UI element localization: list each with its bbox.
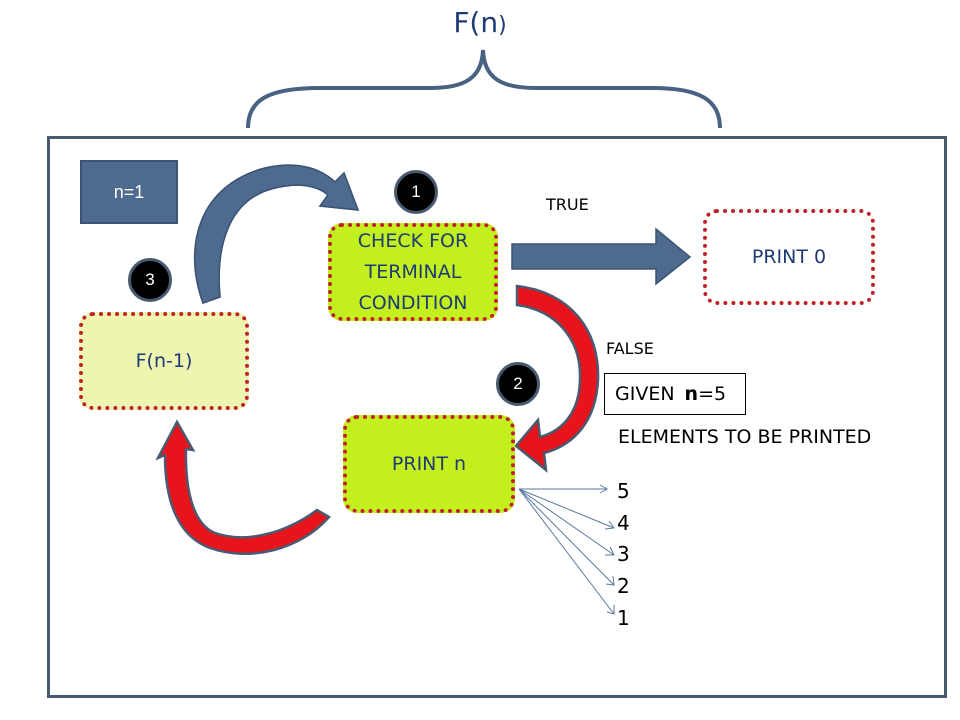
false-arrow — [514, 284, 600, 473]
function-frame — [47, 136, 947, 698]
curly-brace — [246, 49, 722, 129]
output-arrow-3 — [518, 488, 615, 556]
given-box: GIVEN n=5 — [604, 373, 746, 415]
elements-label: ELEMENTS TO BE PRINTED — [618, 426, 872, 448]
output-arrow-4-head — [604, 520, 615, 530]
output-arrows — [518, 484, 615, 615]
true-arrow — [511, 227, 692, 286]
step-badge-3: 3 — [128, 258, 172, 302]
step-number: 2 — [513, 374, 523, 393]
recursive-call-label: F(n-1) — [135, 350, 193, 372]
output-arrow-1-head — [606, 605, 615, 615]
given-prefix: GIVEN — [615, 383, 675, 405]
output-arrow-2-head — [605, 575, 615, 586]
print-n-label: PRINT n — [391, 453, 467, 475]
step-badge-1: 1 — [394, 170, 438, 214]
step-badge-2: 2 — [496, 362, 540, 406]
print-n-node: PRINT n — [343, 415, 515, 513]
output-arrow-4 — [518, 488, 615, 529]
output-arrow-3-head — [605, 546, 615, 556]
false-branch-label: FALSE — [606, 339, 654, 358]
printed-element: 4 — [617, 511, 630, 535]
state-box-label: n=1 — [113, 181, 145, 202]
print-zero-node: PRINT 0 — [703, 209, 875, 305]
return-arrow — [155, 419, 331, 555]
print-zero-label: PRINT 0 — [751, 246, 827, 268]
output-arrow-1 — [518, 488, 615, 615]
check-line-3: CONDITION — [358, 291, 468, 314]
title-text: F(n — [453, 6, 499, 39]
printed-element: 2 — [617, 574, 630, 598]
recursive-call-node: F(n-1) — [79, 312, 249, 410]
printed-element: 3 — [617, 542, 630, 566]
printed-element: 5 — [617, 479, 630, 503]
step-number: 1 — [411, 182, 421, 201]
given-value: =5 — [698, 383, 727, 405]
title-close-paren: ) — [498, 13, 507, 38]
check-line-2: TERMINAL — [364, 260, 462, 283]
output-arrow-5-head — [599, 484, 609, 494]
check-terminal-node: CHECK FOR TERMINAL CONDITION — [328, 223, 498, 321]
printed-element: 1 — [617, 606, 630, 630]
step-number: 3 — [145, 270, 155, 289]
output-arrow-2 — [518, 488, 615, 586]
diagram-title: F(n) — [430, 6, 530, 39]
state-box: n=1 — [80, 160, 178, 224]
true-branch-label: TRUE — [546, 195, 589, 214]
check-line-1: CHECK FOR — [357, 229, 469, 252]
given-variable: n — [684, 383, 699, 405]
